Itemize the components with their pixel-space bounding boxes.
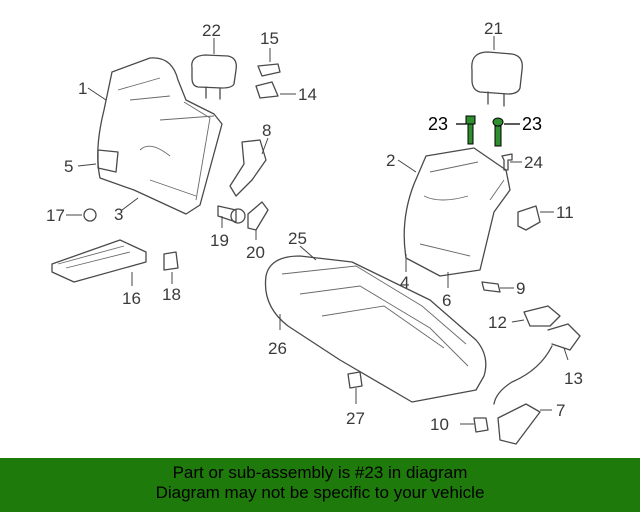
callout-14: 14: [298, 85, 317, 104]
banner-line-2: Diagram may not be specific to your vehi…: [155, 483, 485, 502]
callout-26: 26: [268, 339, 287, 358]
headrest-left: [191, 38, 237, 100]
info-banner: Part or sub-assembly is #23 in diagram D…: [0, 458, 640, 512]
bracket-part-14: [255, 81, 279, 99]
callout-13: 13: [564, 369, 583, 388]
bracket-part-7: [497, 403, 541, 445]
callout-4: 4: [400, 273, 409, 292]
clip-part-18: [163, 251, 179, 271]
callout-23-right: 23: [522, 114, 542, 134]
banner-line-1: Part or sub-assembly is #23 in diagram: [172, 463, 468, 482]
callout-18: 18: [162, 285, 181, 304]
headrest-right: [471, 36, 523, 107]
parts-diagram: 1 2 3 4 5 6 7 8 9 10 11 12 13 14 15 16 1…: [46, 19, 583, 445]
clip-part-27: [347, 371, 363, 389]
seatback-trim-part: [97, 149, 119, 173]
callout-27: 27: [346, 409, 365, 428]
callout-2: 2: [386, 151, 395, 170]
callout-15: 15: [260, 29, 279, 48]
screw-part-24: [501, 153, 513, 171]
callout-7: 7: [556, 401, 565, 420]
callout-17: 17: [46, 206, 65, 225]
callout-19: 19: [210, 231, 229, 250]
latch-part-12: [523, 305, 561, 327]
callout-6: 6: [442, 291, 451, 310]
callout-3: 3: [114, 205, 123, 224]
callout-24: 24: [524, 153, 543, 172]
cable-part-13: [493, 323, 581, 405]
bolt-part-10: [473, 417, 489, 433]
seat-cushion: [264, 245, 487, 403]
cover-part-20: [247, 201, 269, 231]
hinge-part-8: [229, 139, 267, 197]
callout-1: 1: [78, 79, 87, 98]
callout-20: 20: [246, 243, 265, 262]
callout-12: 12: [488, 313, 507, 332]
callout-16: 16: [122, 289, 141, 308]
callout-21: 21: [484, 19, 503, 38]
callout-23-left: 23: [428, 114, 448, 134]
callout-8: 8: [262, 121, 271, 140]
bolt-part-9: [481, 281, 501, 293]
callout-11: 11: [556, 203, 574, 222]
callout-25: 25: [288, 229, 307, 248]
grommet-part-17: [83, 208, 97, 222]
cover-part-11: [517, 205, 541, 231]
callout-10: 10: [430, 415, 449, 434]
left-seatback: [87, 57, 223, 215]
callout-22: 22: [202, 21, 221, 40]
highlighted-part-23: [456, 115, 520, 147]
box-part-16: [51, 239, 147, 283]
right-seatback: [397, 147, 511, 288]
callout-9: 9: [516, 279, 525, 298]
callout-5: 5: [64, 157, 73, 176]
cover-part-15: [257, 63, 281, 77]
bolt-part-19: [217, 205, 237, 223]
